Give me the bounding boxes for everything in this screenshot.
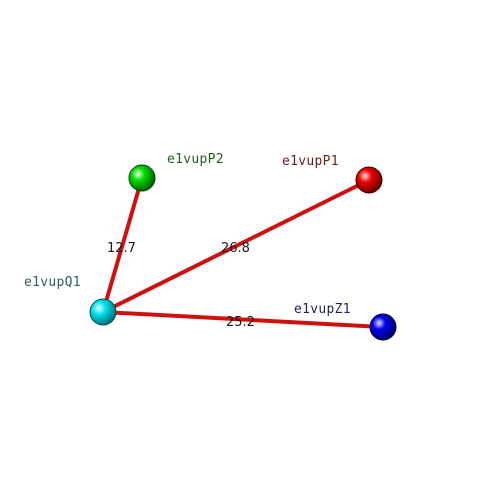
node-label-z1: e1vupZ1 [294, 302, 351, 317]
edge-labels-layer: 12.7 26.8 25.2 [107, 241, 255, 330]
edge-label-q1-p2: 12.7 [107, 241, 136, 256]
edge-label-q1-p1: 26.8 [221, 241, 250, 256]
node-label-p2: e1vupP2 [167, 152, 224, 167]
atom-node-p2[interactable] [128, 164, 156, 192]
nodes-layer [89, 164, 397, 341]
edge-q1-z1 [101, 310, 385, 329]
atom-node-q1[interactable] [89, 298, 117, 326]
atom-node-z1[interactable] [369, 313, 397, 341]
node-labels-layer: e1vupQ1 e1vupP2 e1vupP1 e1vupZ1 [24, 152, 351, 317]
atom-node-p1[interactable] [355, 166, 383, 194]
edges-layer [101, 176, 385, 329]
edge-q1-p1 [101, 178, 371, 314]
edge-q1-p2 [101, 176, 144, 314]
node-label-p1: e1vupP1 [282, 154, 339, 169]
node-label-q1: e1vupQ1 [24, 275, 81, 290]
edge-label-q1-z1: 25.2 [226, 315, 255, 330]
